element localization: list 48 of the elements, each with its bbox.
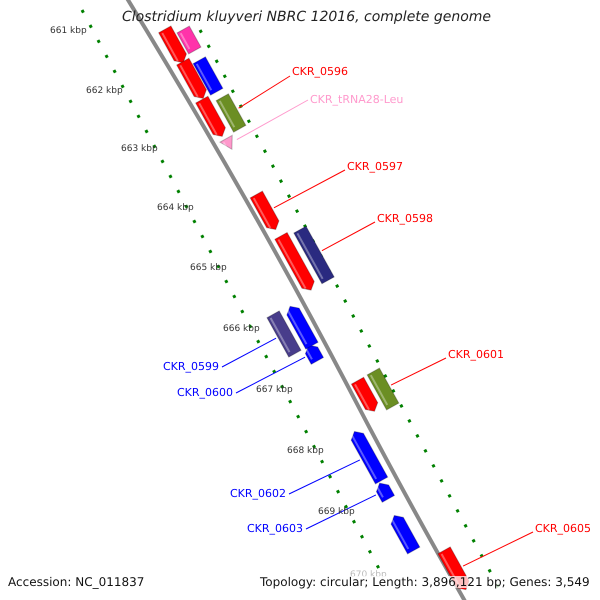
gene-block [274, 232, 315, 291]
leader-line [288, 459, 360, 494]
gene-label: CKR_0596 [292, 66, 348, 77]
scale-label: 664 kbp [157, 204, 194, 213]
gene-label: CKR_0600 [176, 387, 233, 398]
leader-line [390, 358, 446, 386]
gene-block [390, 514, 420, 555]
scale-label: 665 kbp [190, 264, 227, 273]
gene-bar [266, 310, 302, 358]
leader-line [236, 356, 306, 394]
footer-text: Accession: NC_011837 [8, 576, 144, 588]
gene-block [350, 376, 378, 412]
gene-label: CKR_0603 [246, 523, 303, 534]
leader-line [306, 494, 376, 530]
scale-label: 663 kbp [121, 145, 158, 154]
trna-triangle [218, 134, 233, 150]
gene-bar [215, 93, 247, 133]
gene-block [350, 430, 388, 485]
scale-label: 661 kbp [50, 27, 87, 36]
gene-label: CKR_0601 [448, 349, 504, 360]
leader-line [273, 170, 346, 208]
gene-bar [366, 367, 400, 411]
gene-label: CKR_0598 [377, 213, 434, 224]
leader-line [236, 100, 308, 140]
gene-block [250, 190, 280, 230]
gene-label: CKR_tRNA28-Leu [310, 94, 404, 105]
gene-block [286, 306, 319, 350]
leader-line [462, 532, 534, 567]
leader-line [321, 222, 376, 252]
gene-label: CKR_0602 [230, 488, 286, 499]
gene-bar [293, 226, 335, 284]
gene-label: CKR_0599 [162, 361, 219, 372]
gene-label: CKR_0605 [535, 523, 592, 534]
title: Clostridium kluyveri NBRC 12016, complete genome [122, 10, 492, 24]
gene-bar [192, 56, 224, 96]
gene-bar [176, 25, 202, 55]
gene-block [195, 96, 226, 137]
scale-label: 668 kbp [287, 447, 324, 456]
gene-block [176, 58, 207, 99]
scale-label: 669 kbp [318, 508, 355, 517]
scale-label: 662 kbp [86, 87, 123, 96]
gene-label: CKR_0597 [347, 161, 404, 172]
scale-label: 667 kbp [256, 386, 293, 395]
leader-line [238, 76, 290, 109]
gene-block [304, 344, 324, 365]
leader-line [222, 338, 277, 368]
gene-block [376, 482, 396, 503]
gene-block [158, 25, 187, 64]
